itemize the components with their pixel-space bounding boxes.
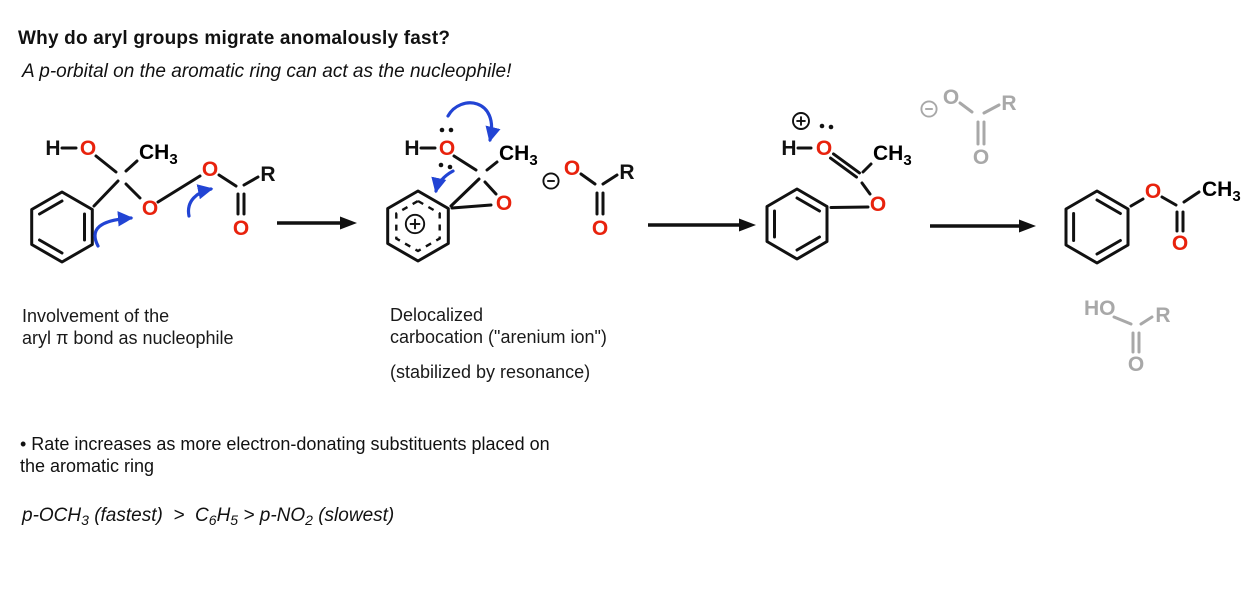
rate-order-text: H: [216, 505, 231, 526]
carboxylate-anion-gray: O R O: [920, 86, 1017, 169]
structure-protonated-ester: H O CH3 O O R: [765, 86, 1017, 261]
caption-step1-line1: Involvement of the: [22, 306, 170, 326]
rate-order: p-OCH3 (fastest) > C6H5 > p-NO2 (slowest…: [22, 505, 394, 528]
methyl-label: CH3: [873, 142, 912, 169]
bonds: [60, 146, 260, 216]
lone-pair-dots: [819, 123, 834, 130]
benzene-double-bonds: [1072, 198, 1122, 256]
reaction-arrow: [648, 218, 756, 232]
benzene-ring: [765, 187, 829, 261]
caption-step2-note: (stabilized by resonance): [390, 362, 591, 382]
carbonyl-oxygen-label: O: [1172, 232, 1188, 255]
curved-arrow-icon: [93, 211, 134, 248]
rate-order-text: (slowest): [312, 505, 395, 526]
rate-note-line2: the aromatic ring: [20, 456, 155, 476]
methyl-label: CH3: [499, 142, 538, 169]
minus-charge-icon: [920, 100, 938, 118]
reaction-scheme: H O CH3 O O R O: [30, 86, 1241, 376]
hydrogen-label: H: [45, 137, 60, 160]
caption-step2: Delocalized carbocation ("arenium ion"): [390, 304, 607, 348]
hydrogen-label: H: [781, 137, 796, 160]
curved-arrow-icon: [431, 169, 455, 194]
rate-note-line1: • Rate increases as more electron-donati…: [20, 434, 550, 454]
rate-order-text: p-OCH: [22, 505, 82, 526]
carboxylate-oxygen-label: O: [564, 157, 580, 180]
caption-step2-line1: Delocalized: [390, 305, 484, 325]
curved-arrow-icon: [186, 184, 214, 218]
carboxylate-oxygen-label: O: [943, 86, 959, 109]
rate-order-text: > p-NO: [238, 505, 306, 526]
rate-order-sub: 6: [208, 512, 217, 528]
r-group-label: R: [260, 163, 275, 186]
bonds: [1129, 190, 1201, 233]
r-group-label: R: [619, 161, 634, 184]
hydroxyl-oxygen-label: O: [439, 137, 455, 160]
caption-step2-line2: carbocation ("arenium ion"): [390, 327, 607, 347]
carbonyl-oxygen-label: O: [233, 217, 249, 240]
structure-arenium-ion: H O CH3 O O R: [386, 101, 635, 263]
rate-order-text: (fastest) > C: [88, 505, 209, 526]
structure-phenyl-acetate: O CH3 O HO R O: [1064, 178, 1241, 376]
caption-step1: Involvement of the aryl π bond as nucleo…: [22, 305, 234, 349]
reaction-arrow: [277, 216, 357, 230]
carboxylic-acid-gray: HO R O: [1084, 297, 1171, 376]
peroxide-oxygen2-label: O: [202, 158, 218, 181]
ester-oxygen-label: O: [1145, 180, 1161, 203]
protonated-oxygen-label: O: [816, 137, 832, 160]
methyl-label: CH3: [1202, 178, 1241, 205]
benzene-ring: [30, 190, 94, 264]
hydrogen-label: H: [404, 137, 419, 160]
r-group-label: R: [1001, 92, 1016, 115]
page-title: Why do aryl groups migrate anomalously f…: [18, 28, 451, 49]
rate-order-sub: 3: [81, 512, 89, 528]
benzene-ring: [1064, 189, 1130, 265]
carbonyl-oxygen-label: O: [1128, 353, 1144, 376]
hydroxyl-oxygen-label: O: [80, 137, 96, 160]
ester-oxygen-label: O: [870, 193, 886, 216]
delocalized-bonds-dashed: [395, 199, 441, 253]
rate-note: • Rate increases as more electron-donati…: [20, 433, 550, 477]
structure-criegee-intermediate: H O CH3 O O R O: [30, 137, 276, 264]
lone-pair-dots: [438, 127, 454, 170]
carboxylate-anion: O R O: [542, 157, 635, 240]
curved-arrow-icon: [446, 101, 501, 143]
reaction-arrow: [930, 219, 1036, 233]
bonds: [796, 146, 873, 209]
benzene-ring: [386, 189, 450, 263]
methyl-label: CH3: [139, 141, 178, 168]
peroxide-oxygen1-label: O: [142, 197, 158, 220]
page-subtitle: A p-orbital on the aromatic ring can act…: [22, 61, 512, 82]
plus-charge-icon: [404, 213, 426, 235]
hydroxyl-label: HO: [1084, 297, 1116, 320]
rate-order-sub: 2: [305, 512, 313, 528]
carbonyl-oxygen-label: O: [973, 146, 989, 169]
r-group-label: R: [1155, 304, 1170, 327]
carbonyl-oxygen-label: O: [592, 217, 608, 240]
minus-charge-icon: [542, 172, 560, 190]
epoxide-oxygen-label: O: [496, 192, 512, 215]
benzene-double-bonds: [38, 199, 86, 255]
benzene-double-bonds: [773, 196, 821, 252]
rate-order-sub: 5: [230, 512, 239, 528]
bonds: [419, 146, 499, 210]
plus-charge-icon: [792, 112, 810, 130]
caption-step1-line2: aryl π bond as nucleophile: [22, 328, 234, 348]
